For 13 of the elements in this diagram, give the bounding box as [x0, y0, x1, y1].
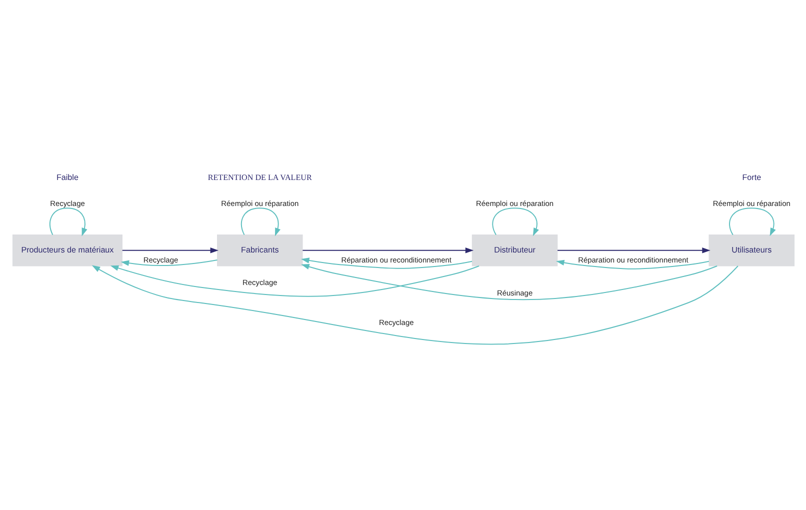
- arrow: [110, 264, 480, 296]
- arrow: [121, 247, 218, 253]
- arrow: [240, 207, 280, 236]
- arrow: [556, 247, 710, 253]
- arrow: [556, 259, 709, 269]
- arrow: [49, 207, 87, 236]
- arrow: [300, 263, 718, 300]
- arrow: [728, 207, 776, 236]
- arrow: [120, 259, 218, 266]
- arrow: [91, 264, 738, 344]
- arrow: [492, 207, 538, 236]
- arrow: [302, 247, 474, 253]
- arrow: [300, 257, 472, 268]
